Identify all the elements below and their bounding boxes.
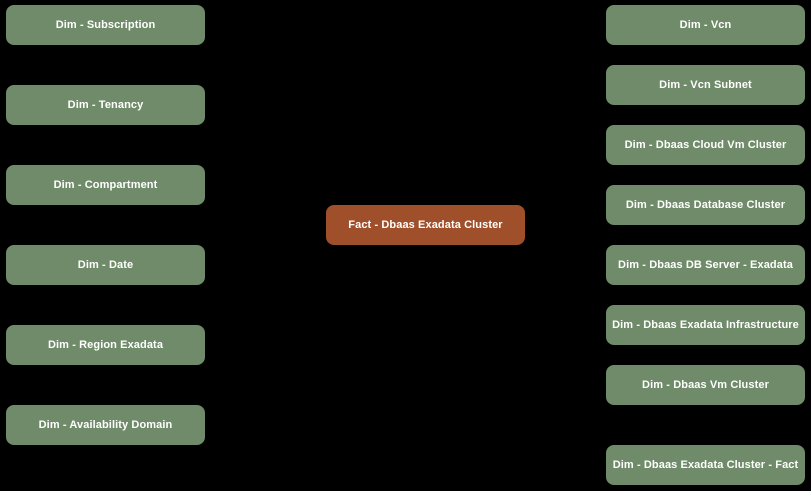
dimension-node-left-4[interactable]: Dim - Region Exadata [6,325,205,365]
fact-node[interactable]: Fact - Dbaas Exadata Cluster [326,205,525,245]
dimension-node-right-label: Dim - Dbaas DB Server - Exadata [618,258,793,271]
dimension-node-right-label: Dim - Vcn [679,18,732,31]
fact-node-label: Fact - Dbaas Exadata Cluster [348,218,503,231]
dimension-node-left-label: Dim - Subscription [55,18,156,31]
dimension-node-right-4[interactable]: Dim - Dbaas DB Server - Exadata [606,245,805,285]
dimension-node-right-2[interactable]: Dim - Dbaas Cloud Vm Cluster [606,125,805,165]
dimension-node-right-label: Dim - Dbaas Exadata Infrastructure [612,318,799,331]
dimension-node-right-label: Dim - Dbaas Database Cluster [625,198,786,211]
dimension-node-right-label: Dim - Dbaas Cloud Vm Cluster [624,138,787,151]
dimension-node-right-0[interactable]: Dim - Vcn [606,5,805,45]
dimension-node-left-2[interactable]: Dim - Compartment [6,165,205,205]
dimension-node-left-label: Dim - Tenancy [67,98,144,111]
dimension-node-right-label: Dim - Dbaas Vm Cluster [642,378,769,391]
dimension-node-left-5[interactable]: Dim - Availability Domain [6,405,205,445]
dimension-node-right-3[interactable]: Dim - Dbaas Database Cluster [606,185,805,225]
dimension-node-right-1[interactable]: Dim - Vcn Subnet [606,65,805,105]
dimension-node-left-3[interactable]: Dim - Date [6,245,205,285]
dimension-node-left-label: Dim - Availability Domain [38,418,173,431]
dimension-node-left-1[interactable]: Dim - Tenancy [6,85,205,125]
dimension-node-left-label: Dim - Date [77,258,134,271]
dimension-node-right-label: Dim - Dbaas Exadata Cluster - Fact [612,458,799,471]
dimension-node-left-label: Dim - Compartment [53,178,158,191]
dimension-node-right-6[interactable]: Dim - Dbaas Vm Cluster [606,365,805,405]
dimension-node-right-7[interactable]: Dim - Dbaas Exadata Cluster - Fact [606,445,805,485]
dimension-node-right-5[interactable]: Dim - Dbaas Exadata Infrastructure [606,305,805,345]
dimension-node-left-0[interactable]: Dim - Subscription [6,5,205,45]
dimension-node-right-label: Dim - Vcn Subnet [659,78,752,91]
dimension-node-left-label: Dim - Region Exadata [47,338,164,351]
